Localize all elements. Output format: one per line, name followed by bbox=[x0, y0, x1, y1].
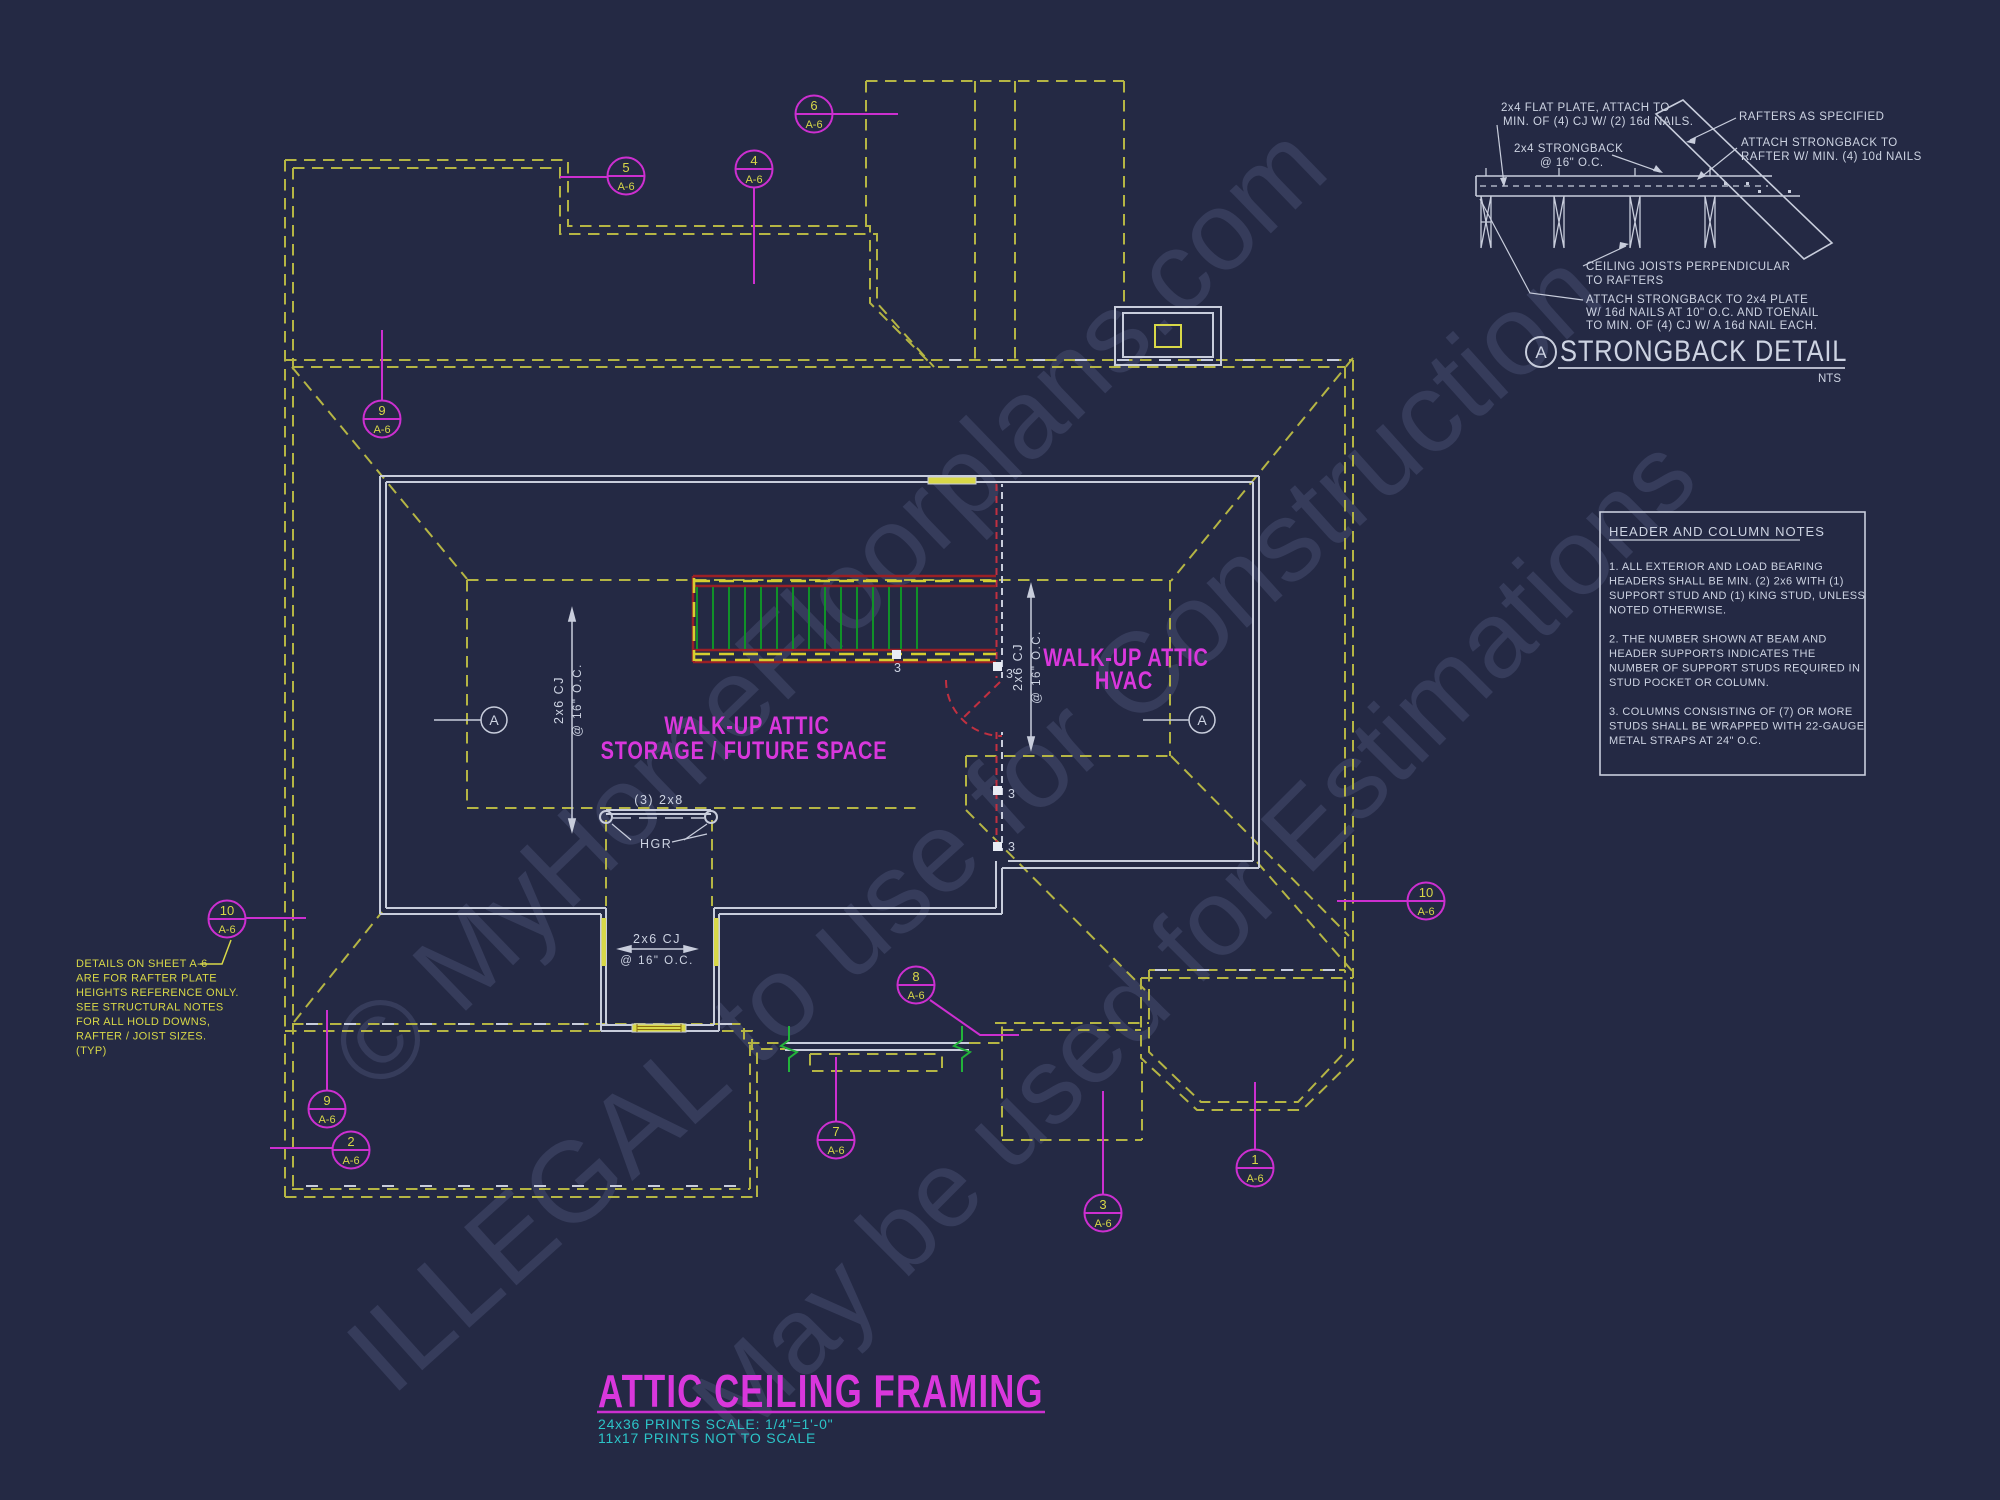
svg-text:3: 3 bbox=[1006, 667, 1013, 681]
svg-text:3: 3 bbox=[1099, 1197, 1106, 1212]
svg-text:HEADER SUPPORTS INDICATES THE: HEADER SUPPORTS INDICATES THE bbox=[1609, 648, 1816, 660]
svg-text:A-6: A-6 bbox=[1417, 906, 1434, 918]
svg-text:4: 4 bbox=[750, 153, 757, 168]
svg-text:HEADERS SHALL BE MIN. (2) 2x6: HEADERS SHALL BE MIN. (2) 2x6 WITH (1) bbox=[1609, 576, 1844, 588]
svg-text:2x6 CJ: 2x6 CJ bbox=[552, 676, 566, 724]
svg-text:@ 16" O.C.: @ 16" O.C. bbox=[620, 955, 694, 967]
svg-text:9: 9 bbox=[323, 1093, 330, 1108]
svg-text:NUMBER OF SUPPORT STUDS REQUIR: NUMBER OF SUPPORT STUDS REQUIRED IN bbox=[1609, 663, 1860, 675]
svg-text:SUPPORT STUD AND (1) KING STUD: SUPPORT STUD AND (1) KING STUD, UNLESS bbox=[1609, 590, 1865, 602]
svg-text:STRONGBACK DETAIL: STRONGBACK DETAIL bbox=[1560, 334, 1847, 367]
svg-text:A-6: A-6 bbox=[1094, 1218, 1111, 1230]
svg-text:RAFTERS AS SPECIFIED: RAFTERS AS SPECIFIED bbox=[1739, 111, 1884, 123]
svg-text:HGR: HGR bbox=[640, 837, 672, 851]
svg-text:6: 6 bbox=[810, 98, 817, 113]
svg-text:2x4 FLAT PLATE, ATTACH TO: 2x4 FLAT PLATE, ATTACH TO bbox=[1501, 102, 1670, 114]
svg-text:3: 3 bbox=[1008, 787, 1015, 801]
svg-text:2x4 STRONGBACK: 2x4 STRONGBACK bbox=[1514, 143, 1623, 155]
svg-text:STORAGE / FUTURE SPACE: STORAGE / FUTURE SPACE bbox=[601, 737, 888, 765]
svg-text:RAFTER / JOIST SIZES.: RAFTER / JOIST SIZES. bbox=[76, 1031, 206, 1043]
svg-text:10: 10 bbox=[220, 903, 234, 918]
svg-text:ATTACH STRONGBACK TO 2x4 PLATE: ATTACH STRONGBACK TO 2x4 PLATE bbox=[1586, 294, 1808, 306]
svg-text:DETAILS ON SHEET A-6: DETAILS ON SHEET A-6 bbox=[76, 958, 208, 970]
svg-text:HEIGHTS REFERENCE ONLY.: HEIGHTS REFERENCE ONLY. bbox=[76, 987, 239, 999]
svg-text:A-6: A-6 bbox=[218, 924, 235, 936]
svg-text:CEILING JOISTS PERPENDICULAR: CEILING JOISTS PERPENDICULAR bbox=[1586, 261, 1790, 273]
svg-text:5: 5 bbox=[622, 160, 629, 175]
svg-text:@ 16" O.C.: @ 16" O.C. bbox=[1540, 157, 1604, 169]
svg-text:@ 16" O.C.: @ 16" O.C. bbox=[1031, 630, 1043, 704]
svg-text:WALK-UP ATTIC: WALK-UP ATTIC bbox=[664, 712, 829, 740]
svg-text:MIN. OF (4) CJ W/ (2) 16d NAIL: MIN. OF (4) CJ W/ (2) 16d NAILS. bbox=[1503, 116, 1693, 128]
svg-text:9: 9 bbox=[378, 403, 385, 418]
svg-text:A-6: A-6 bbox=[318, 1114, 335, 1126]
svg-text:1: 1 bbox=[1251, 1152, 1258, 1167]
svg-text:A-6: A-6 bbox=[827, 1145, 844, 1157]
svg-text:STUDS SHALL BE WRAPPED WITH 22: STUDS SHALL BE WRAPPED WITH 22-GAUGE bbox=[1609, 721, 1864, 733]
svg-text:8: 8 bbox=[912, 969, 919, 984]
svg-text:(TYP): (TYP) bbox=[76, 1045, 107, 1057]
svg-text:RAFTER W/ MIN. (4) 10d NAILS: RAFTER W/ MIN. (4) 10d NAILS bbox=[1741, 151, 1922, 163]
svg-text:2x6 CJ: 2x6 CJ bbox=[633, 932, 681, 946]
svg-text:HEADER AND COLUMN NOTES: HEADER AND COLUMN NOTES bbox=[1609, 524, 1825, 539]
svg-text:11x17 PRINTS NOT TO SCALE: 11x17 PRINTS NOT TO SCALE bbox=[598, 1430, 816, 1446]
svg-text:10: 10 bbox=[1419, 885, 1433, 900]
svg-text:SEE STRUCTURAL NOTES: SEE STRUCTURAL NOTES bbox=[76, 1002, 224, 1014]
svg-text:3: 3 bbox=[1008, 840, 1015, 854]
svg-text:A-6: A-6 bbox=[805, 119, 822, 131]
svg-text:2. THE NUMBER SHOWN AT BEAM AN: 2. THE NUMBER SHOWN AT BEAM AND bbox=[1609, 634, 1827, 646]
svg-text:A-6: A-6 bbox=[342, 1155, 359, 1167]
svg-text:@ 16" O.C.: @ 16" O.C. bbox=[572, 663, 584, 737]
svg-text:FOR ALL HOLD DOWNS,: FOR ALL HOLD DOWNS, bbox=[76, 1016, 210, 1028]
svg-text:2: 2 bbox=[347, 1134, 354, 1149]
svg-text:(3) 2x8: (3) 2x8 bbox=[634, 793, 683, 807]
svg-text:24x36 PRINTS SCALE: 1/4"=1'-0": 24x36 PRINTS SCALE: 1/4"=1'-0" bbox=[598, 1416, 833, 1432]
svg-text:WALK-UP ATTIC: WALK-UP ATTIC bbox=[1043, 644, 1208, 672]
svg-text:NTS: NTS bbox=[1818, 373, 1841, 385]
svg-text:A-6: A-6 bbox=[617, 181, 634, 193]
svg-text:7: 7 bbox=[832, 1124, 839, 1139]
svg-text:TO RAFTERS: TO RAFTERS bbox=[1586, 275, 1664, 287]
svg-text:METAL STRAPS AT 24" O.C.: METAL STRAPS AT 24" O.C. bbox=[1609, 735, 1761, 747]
svg-text:STUD POCKET OR COLUMN.: STUD POCKET OR COLUMN. bbox=[1609, 677, 1769, 689]
svg-text:TO MIN. OF (4) CJ W/ A 16d NAI: TO MIN. OF (4) CJ W/ A 16d NAIL EACH. bbox=[1586, 320, 1817, 332]
svg-text:2x6 CJ: 2x6 CJ bbox=[1011, 643, 1025, 691]
svg-text:A-6: A-6 bbox=[373, 424, 390, 436]
svg-text:HVAC: HVAC bbox=[1095, 667, 1153, 695]
svg-text:A: A bbox=[489, 712, 499, 728]
svg-text:3: 3 bbox=[894, 661, 901, 675]
svg-text:W/ 16d NAILS AT 10" O.C. AND T: W/ 16d NAILS AT 10" O.C. AND TOENAIL bbox=[1586, 307, 1819, 319]
svg-text:A-6: A-6 bbox=[1246, 1173, 1263, 1185]
svg-text:ARE FOR RAFTER PLATE: ARE FOR RAFTER PLATE bbox=[76, 973, 217, 985]
svg-text:ATTACH STRONGBACK TO: ATTACH STRONGBACK TO bbox=[1741, 137, 1898, 149]
svg-text:3. COLUMNS CONSISTING OF (7) O: 3. COLUMNS CONSISTING OF (7) OR MORE bbox=[1609, 706, 1853, 718]
svg-text:A: A bbox=[1197, 712, 1207, 728]
svg-text:NOTED OTHERWISE.: NOTED OTHERWISE. bbox=[1609, 605, 1726, 617]
svg-text:A-6: A-6 bbox=[907, 990, 924, 1002]
svg-text:ATTIC CEILING FRAMING: ATTIC CEILING FRAMING bbox=[598, 1365, 1044, 1417]
svg-text:1. ALL EXTERIOR AND LOAD BEARI: 1. ALL EXTERIOR AND LOAD BEARING bbox=[1609, 561, 1823, 573]
svg-text:A: A bbox=[1535, 343, 1547, 362]
svg-text:A-6: A-6 bbox=[745, 174, 762, 186]
